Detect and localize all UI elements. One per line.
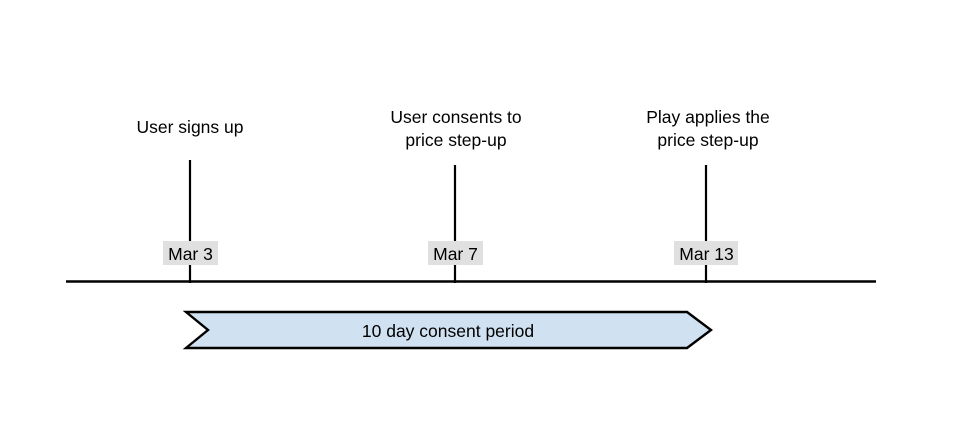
milestone-apply-label-line-2: price step-up: [657, 130, 758, 150]
consent-period-banner: 10 day consent period: [182, 310, 713, 350]
consent-period-banner-shape: [182, 310, 713, 350]
milestone-apply: Play applies the price step-up Mar 13: [646, 107, 770, 283]
milestone-signup: User signs up Mar 3: [137, 117, 244, 283]
milestone-apply-date-chip: [674, 241, 738, 265]
milestone-consent-label-line-1: User consents to: [390, 107, 521, 127]
milestone-consent-date-label: Mar 7: [433, 244, 478, 264]
milestone-signup-label-line-1: User signs up: [137, 117, 244, 137]
milestone-apply-label-line-1: Play applies the: [646, 107, 770, 127]
milestone-signup-date-label: Mar 3: [168, 244, 213, 264]
milestone-consent: User consents to price step-up Mar 7: [390, 107, 522, 283]
consent-period-banner-label: 10 day consent period: [362, 321, 534, 341]
milestone-consent-date-chip: [428, 241, 483, 265]
milestone-consent-label-line-2: price step-up: [405, 130, 506, 150]
milestone-apply-date-label: Mar 13: [679, 244, 733, 264]
milestone-signup-date-chip: [163, 241, 218, 265]
